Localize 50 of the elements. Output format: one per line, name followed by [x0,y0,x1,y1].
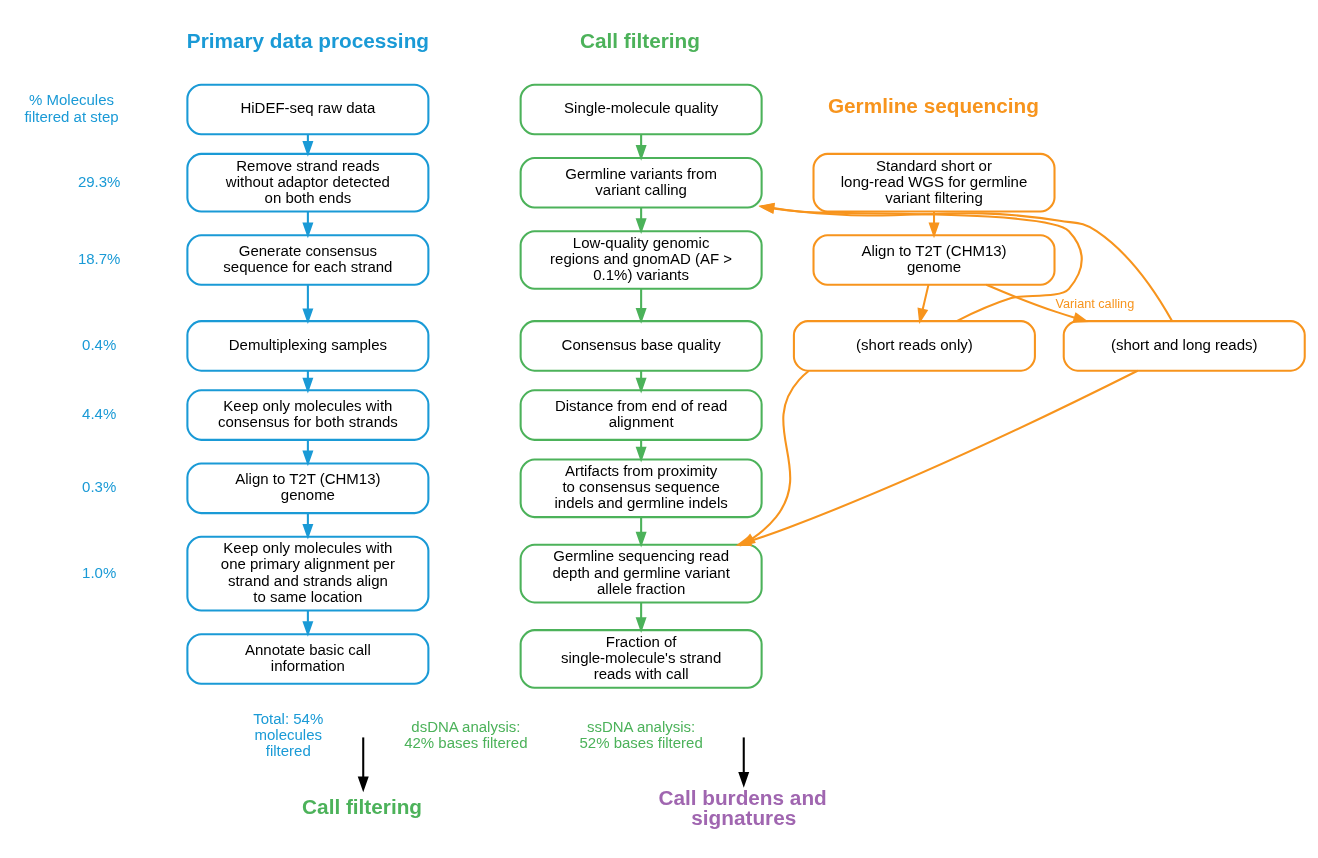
node-box: Keep only molecules with one primary alignment per strand and strands align to same location [186,535,430,612]
label: Germline sequencing [827,93,1039,117]
node-box: Germline sequencing read depth and germline variant allele fraction [519,543,763,603]
node-box: Standard short or long-read WGS for germline variant filtering [812,152,1056,213]
label: Total: 54% molecules filtered [253,709,324,759]
edge-label: Variant calling [1055,296,1135,311]
arrow [302,211,314,238]
label: 1.0% [82,563,117,581]
node-box: Align to T2T (CHM13) genome [812,233,1056,286]
label: ssDNA analysis: 52% bases filtered [579,717,703,751]
node-text: Call filtering [302,794,423,818]
arrow [635,288,647,324]
arrow [635,517,647,548]
node-box: Fraction of single-molecule's strand reads with call [519,628,763,689]
node-box: Annotate basic call information [186,632,430,685]
node-box: (short and long reads) [1062,319,1306,372]
node-box: Keep only molecules with consensus for both strands [186,388,430,441]
node-box: Align to T2T (CHM13) genome [186,461,430,514]
arrow [985,283,1089,323]
arrow [302,513,314,540]
node-box: Demultiplexing samples [186,319,430,372]
node-box: HiDEF-seq raw data [186,83,430,135]
arrow [758,202,1083,322]
arrow [917,284,930,324]
label: 4.4% [82,404,117,422]
label: 0.4% [82,335,117,353]
node-box: (short reads only) [792,319,1036,372]
node-box: Germline variants from variant calling [519,156,763,209]
arrow [758,202,1173,322]
node-box: Single-molecule quality [519,83,763,135]
label: Call filtering [580,28,700,52]
label: 0.3% [82,477,117,495]
arrow [357,736,369,792]
arrow [635,439,647,462]
arrow [302,284,314,324]
node-box: Artifacts from proximity to consensus sequence indels and germline indels [519,457,763,518]
arrow [302,439,314,466]
node-box: Low-quality genomic regions and gnomAD (AF > 0.1%) variants [519,229,763,290]
node-box: Consensus base quality [519,319,763,372]
label: dsDNA analysis: 42% bases filtered [404,717,528,751]
node-text: Call burdens and signatures [658,785,827,829]
label: Primary data processing [186,28,429,52]
label: % Molecules filtered at step [24,90,119,125]
node-box: Remove strand reads without adaptor detected on both ends [186,152,430,213]
arrow [738,736,750,788]
node-box: Distance from end of read alignment [519,388,763,441]
node-box: Generate consensus sequence for each strand [186,233,430,286]
label: 18.7% [77,249,121,267]
arrow [635,602,647,633]
label: 29.3% [77,172,121,190]
